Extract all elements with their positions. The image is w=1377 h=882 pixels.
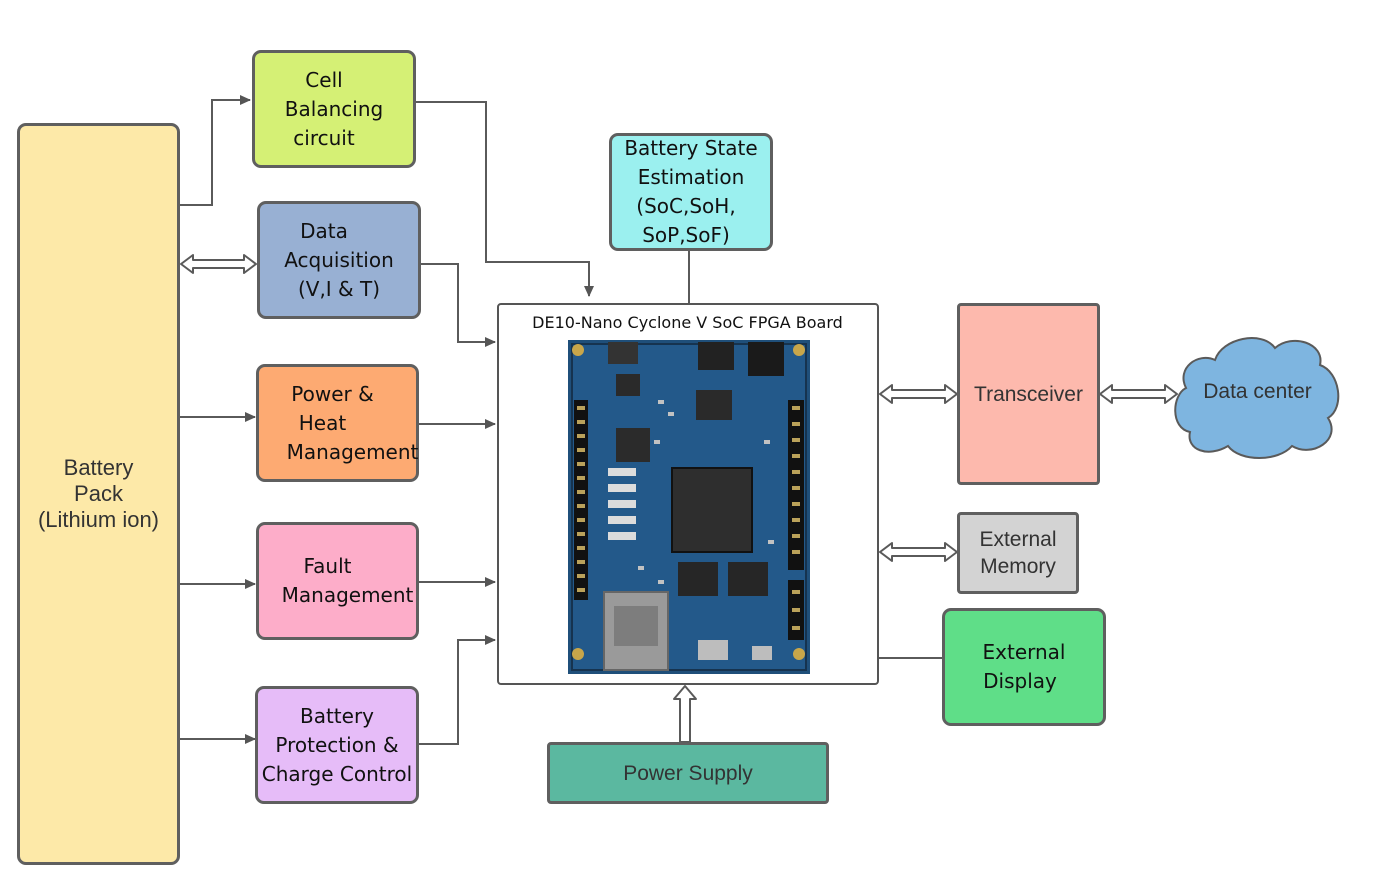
battery-pack-line-2: Pack [74,481,123,506]
data-acquisition-block: Data Acquisition (V,I & T) [257,201,421,319]
power-heat-line-3: Management [286,439,419,464]
cell-balancing-block: Cell Balancing circuit [252,50,416,168]
double-arrow-transceiver-datacenter [1099,384,1178,404]
power-heat-line-1: Power & [291,381,374,406]
fpga-board-title: DE10-Nano Cyclone V SoC FPGA Board [532,313,843,332]
battery-pack-line-1: Battery [63,455,134,480]
state-estimation-line-4: SoP,SoF) [642,223,730,247]
data-acquisition-line-3: (V,I & T) [297,276,381,301]
transceiver-block: Transceiver [957,303,1100,485]
battery-pack-block: Battery Pack (Lithium ion) [17,123,180,865]
battery-state-estimation-block: Battery State Estimation (SoC,SoH, SoP,S… [609,133,773,251]
cell-balancing-line-3: circuit [293,125,355,150]
data-center-label: Data center [1203,380,1312,403]
external-display-block: External Display [942,608,1106,726]
protection-line-3: Charge Control [261,761,413,786]
arrow-protection-to-board [418,635,496,745]
arrow-data-acquisition-to-board [421,263,496,347]
double-arrow-board-transceiver [879,384,958,404]
data-acquisition-line-1: Data [300,218,348,243]
data-acquisition-line-2: Acquisition [284,247,394,272]
cell-balancing-line-1: Cell [305,67,343,92]
external-display-line-1: External [982,640,1066,664]
arrow-battery-to-cell-balancing [180,95,251,206]
double-arrow-board-memory [879,542,958,562]
power-supply-block: Power Supply [547,742,829,804]
external-memory-line-2: Memory [980,555,1056,578]
cell-balancing-line-2: Balancing [284,96,384,121]
protection-line-2: Protection & [275,732,399,757]
fpga-board-image [568,340,810,674]
state-estimation-line-1: Battery State [624,136,758,160]
fault-line-1: Fault [303,554,352,578]
external-memory-line-1: External [979,528,1057,551]
double-arrow-battery-data-acquisition [180,254,257,274]
fault-line-2: Management [281,583,414,607]
arrow-cell-balancing-to-board [416,101,594,297]
power-supply-label: Power Supply [623,761,753,785]
hollow-arrow-power-supply-to-board [673,685,697,743]
state-estimation-line-3: (SoC,SoH, [636,194,736,218]
power-heat-management-block: Power & Heat Management [256,364,419,482]
battery-pack-line-3: (Lithium ion) [37,507,160,532]
data-center-cloud-shape [1174,337,1340,459]
transceiver-label: Transceiver [974,382,1083,406]
external-display-line-2: Display [983,669,1057,693]
fault-management-block: Fault Management [256,522,419,640]
state-estimation-line-2: Estimation [637,165,745,189]
protection-line-1: Battery [299,703,375,728]
power-heat-line-2: Heat [298,410,347,435]
battery-protection-block: Battery Protection & Charge Control [255,686,419,804]
external-memory-block: External Memory [957,512,1079,594]
